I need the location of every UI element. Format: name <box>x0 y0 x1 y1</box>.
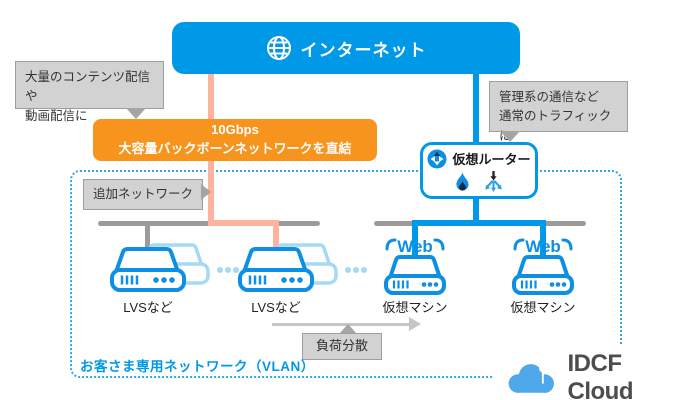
vm2-label: 仮想マシン <box>510 300 576 315</box>
internet-node: インターネット <box>172 22 520 74</box>
lvs1-drop-line <box>145 223 150 256</box>
backbone-line-drop <box>273 220 279 256</box>
callout-left-pointer <box>126 108 146 119</box>
web-server-icon: Web <box>384 237 446 295</box>
lvs-server-icon <box>238 243 367 292</box>
lvs2-label: LVSなど <box>251 300 301 315</box>
backbone-line-horizontal <box>208 220 279 226</box>
vm-bus-line <box>412 220 546 226</box>
cloud-icon <box>508 364 554 393</box>
vm1-drop-line <box>412 220 418 260</box>
callout-management-traffic: 管理系の通信など 通常のトラフィックに <box>489 81 628 143</box>
router-circle-icon <box>427 149 447 168</box>
flame-icon <box>456 170 469 191</box>
vlan-dashed-container <box>70 170 622 378</box>
callout-content-delivery: 大量のコンテンツ配信や 動画配信に <box>15 61 164 123</box>
vm1-label: 仮想マシン <box>382 300 448 315</box>
load-balance-arrow-head <box>409 317 421 331</box>
vlan-label: お客さま専用ネットワーク（VLAN） <box>80 359 315 374</box>
load-balance-pointer <box>339 324 357 334</box>
internet-router-line <box>473 74 479 145</box>
router-bus-line <box>473 196 479 224</box>
globe-icon <box>266 36 291 60</box>
vm2-drop-line <box>540 220 546 260</box>
additional-network-label: 追加ネットワーク <box>92 186 193 201</box>
additional-network-pointer <box>201 184 211 200</box>
callout-left-line1: 大量のコンテンツ配信や <box>25 70 151 104</box>
backbone-banner: 10Gbps 大容量バックボーンネットワークを直結 <box>93 119 377 161</box>
web-server-icon: Web <box>512 237 574 295</box>
callout-left-line2: 動画配信に <box>25 108 88 123</box>
logo-text: IDCF Cloud <box>567 350 634 400</box>
virtual-router-label: 仮想ルーター <box>452 152 531 167</box>
virtual-router-node: 仮想ルーター <box>420 142 538 199</box>
backbone-line2: 大容量バックボーンネットワークを直結 <box>118 141 352 156</box>
internet-label: インターネット <box>300 40 427 60</box>
backbone-line1: 10Gbps <box>211 122 259 138</box>
web-badge: Web <box>525 237 561 256</box>
web-badge: Web <box>397 237 433 256</box>
load-balance-callout: 負荷分散 <box>302 333 382 360</box>
split-arrows-icon <box>485 170 502 192</box>
load-balance-label: 負荷分散 <box>315 338 368 354</box>
lvs-server-icon <box>110 243 239 292</box>
callout-right-pointer <box>500 131 520 142</box>
idcf-cloud-logo: IDCF Cloud <box>504 350 692 400</box>
callout-right-line1: 管理系の通信など <box>499 90 600 104</box>
lvs1-label: LVSなど <box>123 300 173 315</box>
additional-network-callout: 追加ネットワーク <box>83 179 203 210</box>
